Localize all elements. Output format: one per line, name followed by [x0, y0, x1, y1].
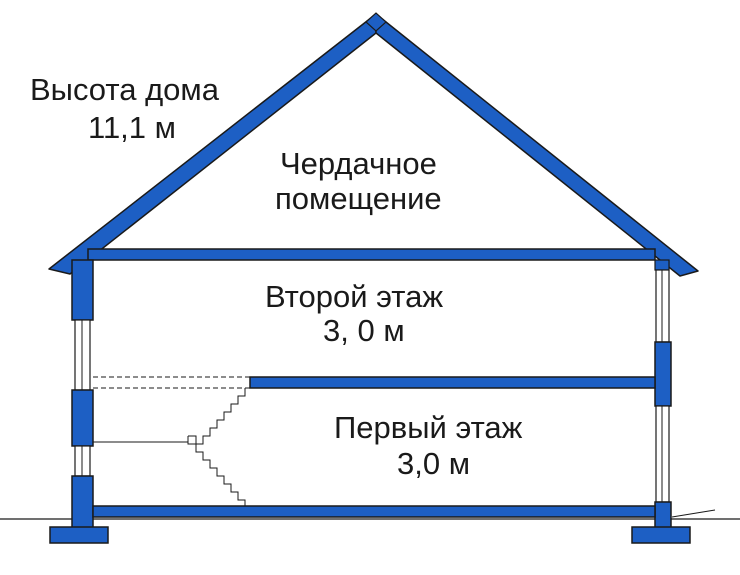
roof-ridge — [365, 12, 387, 32]
right-wall-base-segment — [654, 501, 672, 529]
house-height-title: Высота дома — [30, 72, 219, 107]
staircase-upper-flight — [188, 388, 246, 445]
left-foundation — [49, 526, 109, 544]
second-floor-slab — [249, 376, 656, 389]
left-wall-base-segment — [71, 475, 94, 529]
first-floor-title: Первый этаж — [334, 410, 523, 445]
first-floor-height: 3,0 м — [397, 446, 471, 481]
house-height-value: 11,1 м — [88, 110, 176, 145]
left-wall-top-segment — [71, 259, 94, 321]
attic-label-line1: Чердачное — [280, 146, 437, 181]
right-foundation — [631, 526, 691, 544]
right-wall-top-cap — [654, 259, 670, 271]
roof-right-slope — [375, 13, 699, 277]
staircase-lower-flight — [187, 436, 262, 507]
second-floor-title: Второй этаж — [265, 279, 444, 314]
left-wall-middle-segment — [71, 389, 94, 447]
ground-slope-right — [671, 509, 716, 518]
attic-floor-slab — [87, 248, 656, 261]
first-floor-slab — [92, 505, 656, 518]
attic-label-line2: помещение — [275, 181, 442, 216]
second-floor-height: 3, 0 м — [323, 313, 405, 348]
right-wall-middle-segment — [654, 341, 672, 407]
